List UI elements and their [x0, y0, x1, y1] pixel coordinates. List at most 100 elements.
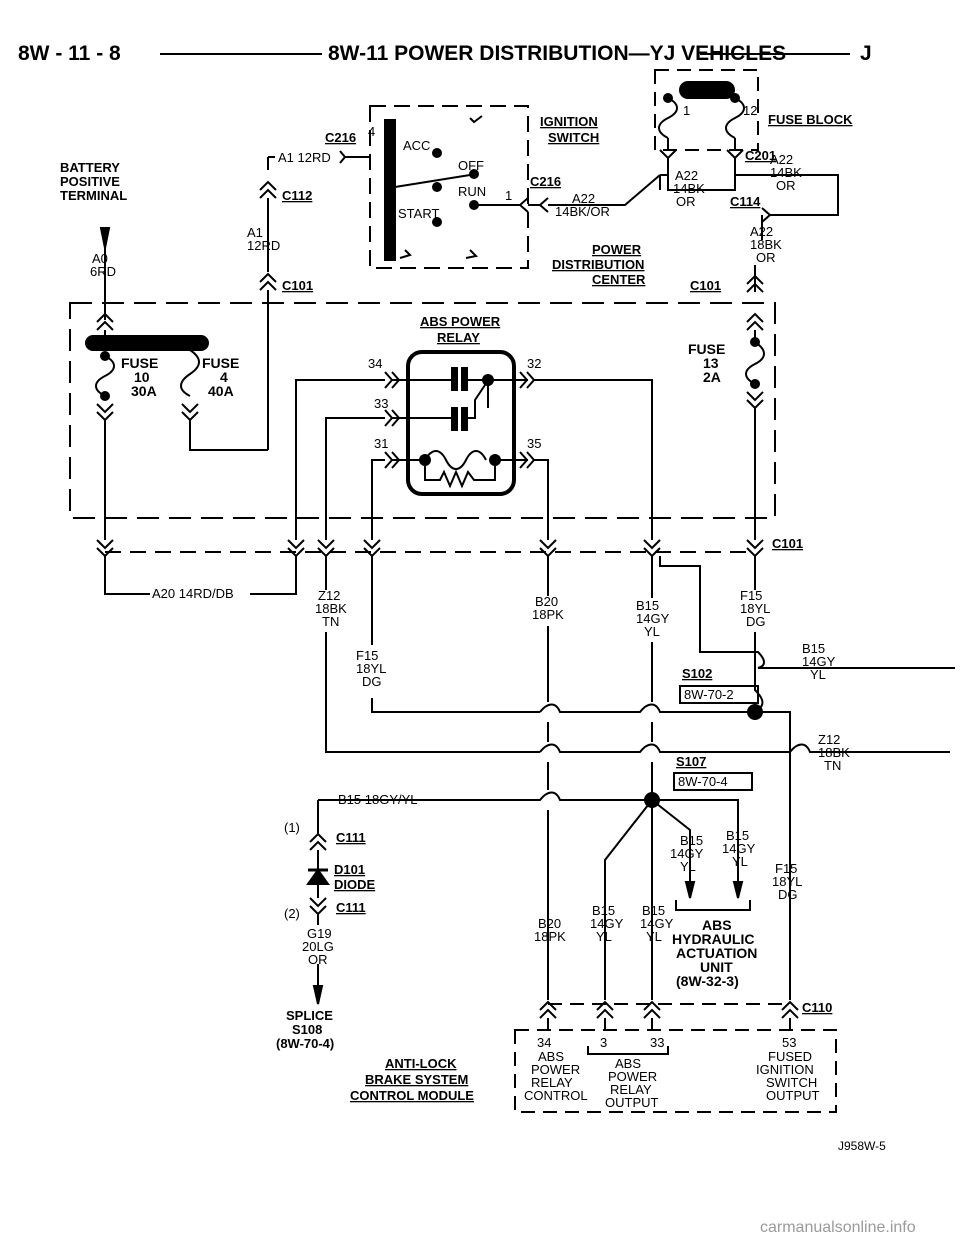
- z12-code: Z12: [318, 588, 340, 603]
- b20-gauge: 18PK: [532, 607, 564, 622]
- b15r-code: B15: [802, 641, 825, 656]
- p53-line-3: SWITCH: [766, 1075, 817, 1090]
- relay-pin-33: 33: [374, 396, 388, 411]
- pdc-label-2: DISTRIBUTION: [552, 257, 644, 272]
- b15m-color: YL: [646, 929, 662, 944]
- fuse-block-pin-12: 12: [743, 103, 757, 118]
- p34-line-2: POWER: [531, 1062, 580, 1077]
- c101-bottom-label: C101: [772, 536, 803, 551]
- g19-code: G19: [307, 926, 332, 941]
- b15b-code: B15: [726, 828, 749, 843]
- p53-line-4: OUTPUT: [766, 1088, 820, 1103]
- b15l-code: B15: [592, 903, 615, 918]
- p53-line-2: IGNITION: [756, 1062, 814, 1077]
- a22d-gauge: 18BK: [750, 237, 782, 252]
- header-page-number: 8W - 11 - 8: [18, 42, 121, 65]
- battery-label-2: POSITIVE: [60, 174, 120, 189]
- b15-left-label: B15 18GY/YL: [338, 792, 418, 807]
- a22c-color: OR: [776, 178, 796, 193]
- c111-bottom-label: C111: [336, 900, 366, 915]
- hcu-label-3: ACTUATION: [676, 945, 757, 961]
- fuse-block: 1 12 FUSE BLOCK: [654, 69, 853, 151]
- fuse10-label-1: FUSE: [121, 355, 158, 371]
- hcu-label-5: (8W-32-3): [676, 973, 739, 989]
- relay-pin-34: 34: [368, 356, 382, 371]
- a22d-color: OR: [756, 250, 776, 265]
- f15-code: F15: [356, 648, 378, 663]
- c216-right-label: C216: [530, 174, 561, 189]
- diode-label-2: DIODE: [334, 877, 376, 892]
- anti-lock-brake-control-module: 34 3 33 53 ABS POWER RELAY CONTROL ABS P…: [514, 1029, 837, 1113]
- b15l-gauge: 14GY: [590, 916, 624, 931]
- b15m-gauge: 14GY: [640, 916, 674, 931]
- header-title: 8W-11 POWER DISTRIBUTION—YJ VEHICLES: [328, 42, 786, 65]
- a1-top-label: A1 12RD: [278, 150, 331, 165]
- f15l-code: F15: [775, 861, 797, 876]
- a22c-gauge: 14BK: [770, 165, 802, 180]
- b20l-gauge: 18PK: [534, 929, 566, 944]
- c216-left-label: C216: [325, 130, 356, 145]
- module-label-1: ANTI-LOCK: [385, 1056, 457, 1071]
- switch-acc-label: ACC: [403, 138, 430, 153]
- ignition-switch-label-1: IGNITION: [540, 114, 598, 129]
- a22b-color: OR: [676, 194, 696, 209]
- p33-line-4: OUTPUT: [605, 1095, 659, 1110]
- fuse-block-label: FUSE BLOCK: [768, 112, 853, 127]
- fuse13-label-2: 13: [703, 355, 719, 371]
- a0-gauge: 6RD: [90, 264, 116, 279]
- b15r-gauge: 14GY: [802, 654, 836, 669]
- z12-color: TN: [322, 614, 339, 629]
- pdc-label-1: POWER: [592, 242, 642, 257]
- hcu-label-4: UNIT: [700, 959, 733, 975]
- b15-color: YL: [644, 624, 660, 639]
- fuse4-label-1: FUSE: [202, 355, 239, 371]
- a22d-code: A22: [750, 224, 773, 239]
- battery-label-3: TERMINAL: [60, 188, 127, 203]
- a22b-gauge: 14BK: [673, 181, 705, 196]
- fuse-block-pin-1: 1: [683, 103, 690, 118]
- switch-run-label: RUN: [458, 184, 486, 199]
- pdc-box: [69, 302, 776, 519]
- battery-positive-terminal: BATTERY POSITIVE TERMINAL A0 6RD: [60, 160, 127, 320]
- module-label-3: CONTROL MODULE: [350, 1088, 474, 1103]
- abs-power-relay: ABS POWER RELAY 34 32 33 31 35: [368, 314, 541, 496]
- a22-code: A22: [572, 191, 595, 206]
- z12-gauge: 18BK: [315, 601, 347, 616]
- ignition-switch: ACC OFF RUN START IGNITION SWITCH: [369, 105, 599, 269]
- z12r-color: TN: [824, 758, 841, 773]
- a0-code: A0: [92, 251, 108, 266]
- figure-id: J958W-5: [838, 1139, 886, 1153]
- f15r-gauge: 18YL: [740, 601, 770, 616]
- b15r-color: YL: [810, 667, 826, 682]
- b15-gauge: 14GY: [636, 611, 670, 626]
- p33-line-3: RELAY: [610, 1082, 652, 1097]
- a22b-code: A22: [675, 168, 698, 183]
- a20-label: A20 14RD/DB: [152, 586, 234, 601]
- hcu-label-1: ABS: [702, 917, 732, 933]
- splice-label-3: (8W-70-4): [276, 1036, 334, 1051]
- a1-code: A1: [247, 225, 263, 240]
- c101-top-label: C101: [282, 278, 313, 293]
- f15r-code: F15: [740, 588, 762, 603]
- b15a-code: B15: [680, 833, 703, 848]
- fuse10-label-2: 10: [134, 369, 150, 385]
- a22-gauge: 14BK/OR: [555, 204, 610, 219]
- f15l-gauge: 18YL: [772, 874, 802, 889]
- f15l-color: DG: [778, 887, 798, 902]
- s107-ref: 8W-70-4: [678, 774, 728, 789]
- b15l-color: YL: [596, 929, 612, 944]
- b15b-color: YL: [732, 854, 748, 869]
- fuse13-label-3: 2A: [703, 369, 721, 385]
- relay-pin-31: 31: [374, 436, 388, 451]
- switch-start-label: START: [398, 206, 439, 221]
- pdc-label-3: CENTER: [592, 272, 646, 287]
- relay-pin-32: 32: [527, 356, 541, 371]
- a1-gauge: 12RD: [247, 238, 280, 253]
- module-label-2: BRAKE SYSTEM: [365, 1072, 468, 1087]
- f15r-color: DG: [746, 614, 766, 629]
- c114-label: C114: [730, 194, 761, 209]
- module-pin-53: 53: [782, 1035, 796, 1050]
- s107-label: S107: [676, 754, 706, 769]
- p34-line-4: CONTROL: [524, 1088, 588, 1103]
